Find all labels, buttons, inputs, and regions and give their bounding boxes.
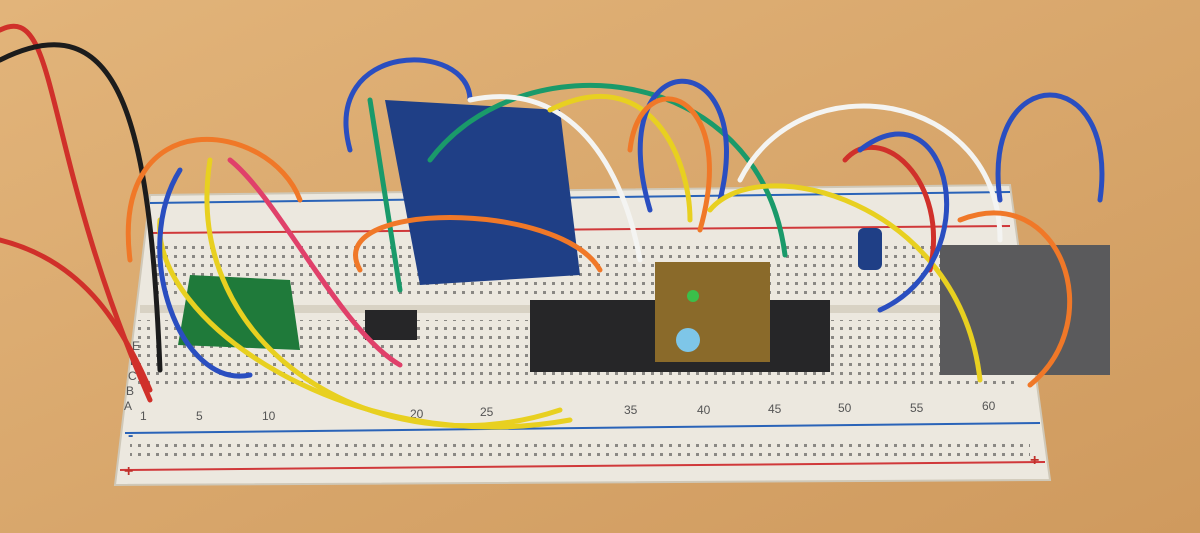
column-number: 10 — [262, 409, 276, 423]
rail-line-blue-top — [149, 191, 1011, 204]
wire-red — [0, 237, 153, 393]
rail-line-blue-bottom — [124, 422, 1041, 434]
row-letter: A — [124, 399, 132, 413]
reset-button — [676, 328, 700, 352]
column-number: 5 — [196, 409, 203, 423]
row-letter: C — [128, 369, 137, 383]
rail-minus-label: - — [128, 427, 133, 444]
wire-green — [367, 97, 403, 293]
column-number: 1 — [140, 409, 147, 423]
reset-button-board — [655, 262, 770, 362]
rail-line-red-bottom — [119, 461, 1046, 471]
wire-yellow — [157, 217, 573, 430]
wire-yellow — [547, 94, 693, 223]
wire-blue — [995, 92, 1105, 203]
wire-blue — [857, 131, 950, 313]
wire-red — [0, 23, 153, 403]
rail-plus-label: + — [124, 463, 133, 480]
wire-black — [0, 42, 163, 373]
column-number: 35 — [624, 403, 638, 417]
ethernet-jack — [940, 245, 1110, 375]
jumper-wires — [0, 23, 1105, 430]
small-ic-chip — [365, 310, 417, 340]
column-number: 50 — [838, 401, 852, 415]
wire-blue — [157, 167, 253, 379]
wire-white — [467, 94, 643, 263]
column-numbers: 1 5 10 20 25 35 40 45 50 55 60 — [140, 399, 996, 423]
wire-orange — [353, 215, 603, 273]
wire-blue — [637, 78, 729, 213]
hole-grid-rail — [130, 440, 1030, 460]
column-number: 45 — [768, 402, 782, 416]
wire-pink — [227, 157, 403, 368]
wire-white — [737, 103, 1003, 243]
wire-blue — [343, 57, 473, 153]
column-number: 40 — [697, 403, 711, 417]
rail-line-red-top — [149, 225, 1011, 234]
rail-plus-label: + — [1030, 452, 1039, 469]
sd-card-module — [385, 100, 580, 285]
column-number: 60 — [982, 399, 996, 413]
wire-orange — [125, 136, 303, 263]
wire-yellow — [707, 183, 983, 383]
column-number: 25 — [480, 405, 494, 419]
wire-orange — [627, 96, 712, 233]
capacitor — [858, 228, 882, 270]
wire-orange — [957, 210, 1072, 388]
wire-green — [427, 82, 788, 258]
row-letter: E — [132, 339, 140, 353]
column-number: 55 — [910, 401, 924, 415]
green-led — [687, 290, 699, 302]
row-letter: B — [126, 384, 134, 398]
